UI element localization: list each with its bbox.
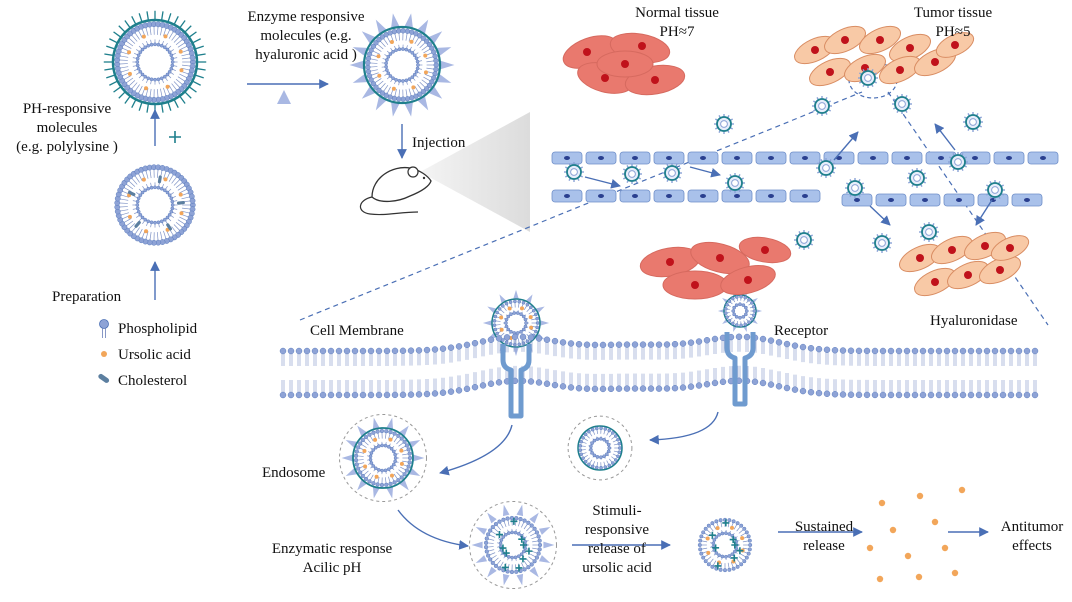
circulating-liposome <box>919 222 939 242</box>
ursolic-acid-dots <box>867 487 965 582</box>
receptor-label: Receptor <box>774 322 828 341</box>
tumor-tissue-label: Tumor tissue PH≈5 <box>898 4 1008 42</box>
arrow-to-endosome <box>440 425 512 473</box>
ursolic-acid-icon <box>101 351 107 357</box>
circulating-liposome <box>892 94 912 114</box>
circulating-liposome <box>622 164 642 184</box>
hyaluronidase-label: Hyaluronidase <box>930 312 1017 331</box>
normal-tissue-bottom <box>638 234 793 300</box>
normal-tissue-label: Normal tissue PH≈7 <box>622 4 732 42</box>
injection-label: Injection <box>412 134 465 153</box>
sustained-release-label: Sustained release <box>784 518 864 556</box>
released-liposome <box>698 518 752 572</box>
arrow-to-enzymatic <box>398 510 468 546</box>
arrow-vessel-4 <box>935 124 955 150</box>
degrading-liposome <box>470 502 557 589</box>
phospholipid-icon <box>100 320 109 339</box>
ph-responsive-liposome <box>104 11 206 113</box>
polylysine-symbol <box>169 131 181 143</box>
circulating-liposome <box>714 114 734 134</box>
endosome-label: Endosome <box>262 464 325 483</box>
ph-responsive-label: PH-responsive molecules (e.g. polylysine… <box>2 100 132 157</box>
vessel-wall-branch <box>842 194 1042 206</box>
legend-cholesterol-label: Cholesterol <box>118 372 187 391</box>
circulating-liposome <box>963 112 983 132</box>
tumor-tissue-bottom <box>895 227 1032 302</box>
circulating-liposome <box>794 230 814 250</box>
circulating-liposome <box>872 233 892 253</box>
empty-liposome <box>115 165 196 246</box>
zoom-line-left <box>300 92 862 320</box>
hyaluronic-acid-symbol <box>277 90 291 104</box>
preparation-label: Preparation <box>52 288 121 307</box>
legend-ursolic-acid-label: Ursolic acid <box>118 346 191 365</box>
circulating-liposome <box>907 168 927 188</box>
vessel-wall-top <box>552 152 1058 164</box>
cell-membrane <box>280 334 1038 398</box>
enzymatic-response-label: Enzymatic response Acilic pH <box>262 540 402 578</box>
membrane-bound-liposome-right <box>718 290 762 332</box>
arrow-vessel-2 <box>690 167 720 175</box>
internalized-vesicle <box>568 416 632 480</box>
stimuli-release-label: Stimuli- responsive release of ursolic a… <box>572 502 662 578</box>
arrow-vessel-5 <box>870 206 890 225</box>
circulating-liposome <box>812 96 832 116</box>
endosome-liposome <box>340 415 427 502</box>
mouse-icon <box>360 167 431 215</box>
vessel-wall-bottom <box>552 190 820 202</box>
arrow-receptor-to-vesicle <box>650 412 718 440</box>
cell-membrane-label: Cell Membrane <box>310 322 404 341</box>
cholesterol-icon <box>97 373 110 384</box>
legend-phospholipid-label: Phospholipid <box>118 320 197 339</box>
enzyme-responsive-label: Enzyme responsive molecules (e.g. hyalur… <box>236 8 376 65</box>
projection-beam <box>420 112 530 232</box>
circulating-liposome <box>564 162 584 182</box>
arrow-vessel-1 <box>585 177 620 186</box>
legend-icons <box>96 318 112 396</box>
antitumor-effects-label: Antitumor effects <box>992 518 1072 556</box>
